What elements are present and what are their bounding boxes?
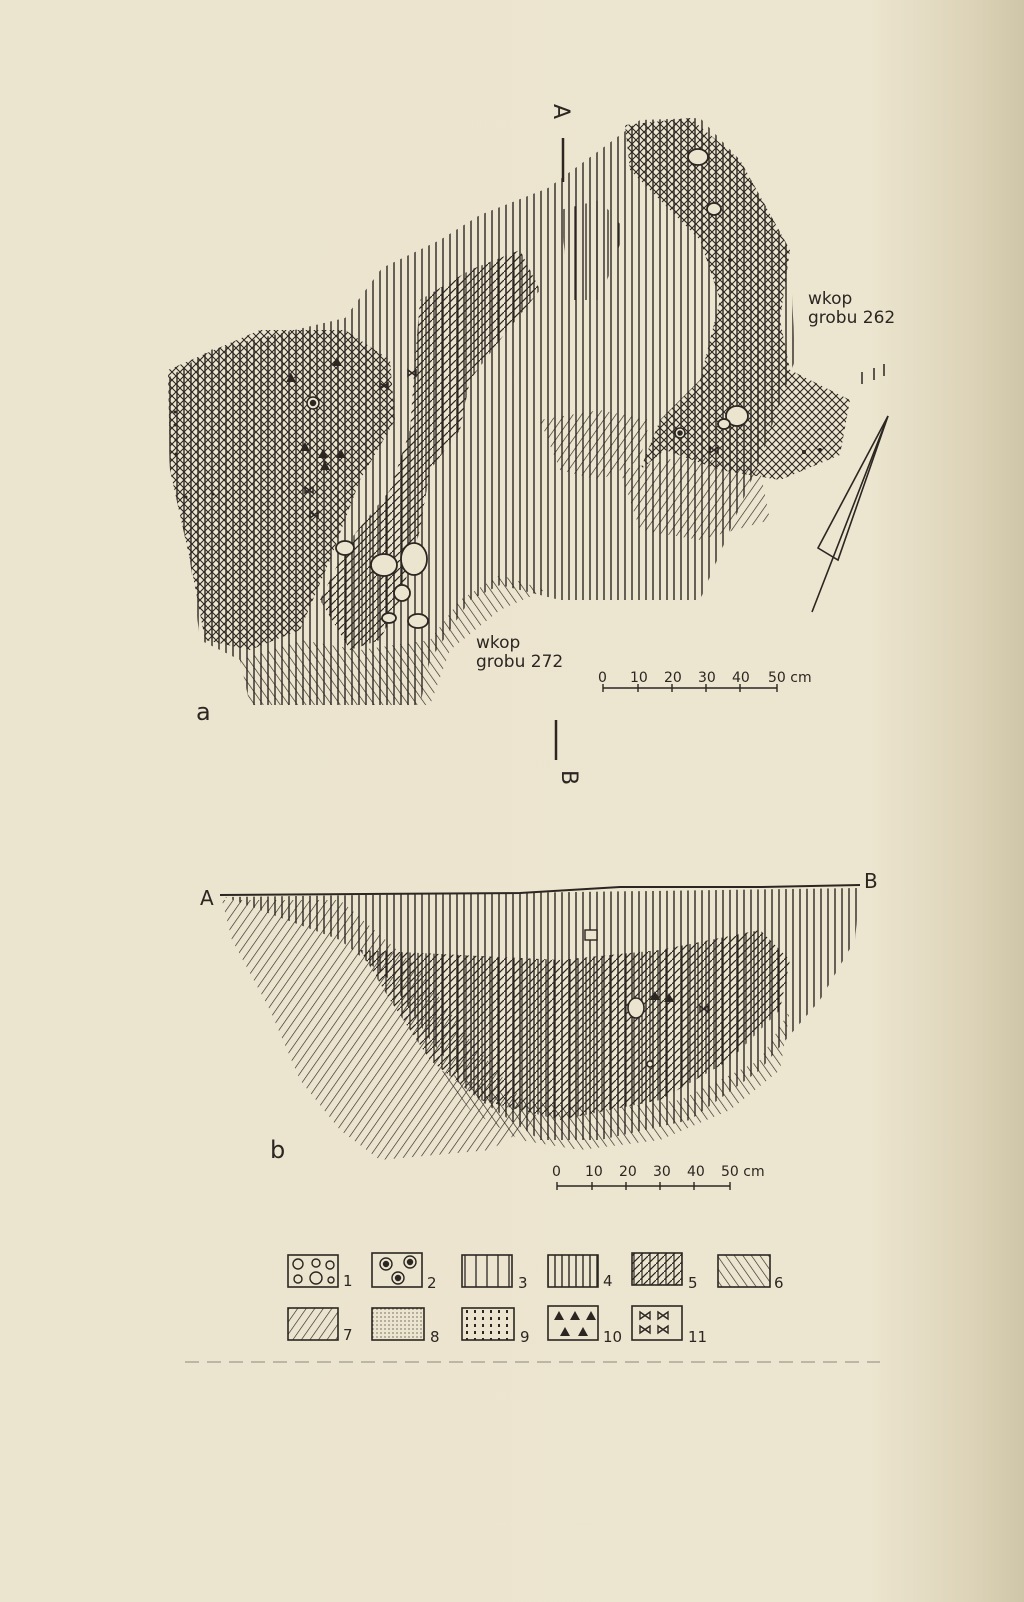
panel-label-a: a — [196, 698, 211, 726]
section-finds — [584, 929, 709, 1068]
legend-number-11: 11 — [688, 1328, 707, 1346]
legend-item-2: 2 — [371, 1252, 437, 1292]
cross-hatch-band-left — [168, 330, 395, 650]
legend-number-8: 8 — [430, 1328, 440, 1346]
triangles — [286, 357, 346, 470]
section-label-a: A — [200, 886, 214, 910]
legend-item-4: 4 — [547, 1254, 613, 1290]
surface-line — [219, 884, 861, 896]
scale-b-tick-30: 30 — [653, 1164, 671, 1180]
dark-stones-icon — [379, 1255, 417, 1285]
grave-272-line1: wkop — [476, 633, 520, 653]
dark-stones — [306, 396, 686, 439]
scale-bar-section: 0 10 20 30 40 50 cm — [552, 1164, 765, 1190]
tick-marks-right — [861, 364, 885, 384]
legend-item-3: 3 — [461, 1254, 528, 1292]
slash-band-upper — [560, 200, 625, 300]
scale-a-tick-0: 0 — [598, 670, 607, 686]
section-start-label-a: A — [548, 104, 573, 119]
section-bowl-cross — [360, 930, 790, 1120]
legend-number-1: 1 — [343, 1272, 353, 1290]
cross-hatch-icon — [631, 1252, 683, 1286]
legend-number-5: 5 — [688, 1274, 698, 1292]
panel-label-b: b — [270, 1136, 285, 1164]
scale-a-tick-40: 40 — [732, 670, 750, 686]
scale-b-tick-10: 10 — [585, 1164, 603, 1180]
scale-b-tick-0: 0 — [552, 1164, 561, 1180]
grave-262-line1: wkop — [808, 289, 852, 309]
section-end-label-b: B — [556, 770, 581, 785]
backslash-hatch-icon — [717, 1254, 771, 1288]
legend-item-9: 9 — [461, 1307, 530, 1346]
legend-item-8: 8 — [371, 1307, 440, 1346]
cross-hatch-band-right — [625, 118, 850, 480]
triangles-icon — [554, 1311, 596, 1336]
legend-number-3: 3 — [518, 1274, 528, 1292]
legend-item-5: 5 — [631, 1252, 698, 1292]
legend-number-7: 7 — [343, 1326, 353, 1344]
scale-a-tick-10: 10 — [630, 670, 648, 686]
stones — [335, 148, 749, 629]
bowties-icon — [639, 1310, 669, 1335]
bowties — [304, 368, 719, 520]
north-arrow-icon — [811, 415, 889, 613]
legend-number-4: 4 — [603, 1272, 613, 1290]
dense-vertical-hatch-icon — [547, 1254, 599, 1288]
scale-b-tick-20: 20 — [619, 1164, 637, 1180]
cross-hatch-band-center — [320, 250, 540, 650]
slash-hatch-icon — [287, 1307, 339, 1341]
wide-vertical-hatch-icon — [461, 1254, 513, 1288]
grave-262-line2: grobu 262 — [808, 308, 895, 328]
scale-bar-plan: 0 10 20 30 40 50 cm — [598, 670, 812, 692]
legend: 1 2 3 4 5 6 7 — [287, 1252, 784, 1346]
legend-number-10: 10 — [603, 1328, 622, 1346]
backslash-band-bottom — [240, 575, 545, 705]
slash-band-center — [540, 410, 650, 480]
stones-icon — [292, 1258, 335, 1285]
legend-item-7: 7 — [287, 1307, 353, 1344]
slash-band-right — [620, 455, 770, 540]
legend-item-11: 11 — [631, 1305, 707, 1346]
section-label-b: B — [864, 869, 878, 893]
scale-b-tick-50: 50 cm — [721, 1164, 765, 1180]
scale-b-tick-40: 40 — [687, 1164, 705, 1180]
plan-view: A B wkop grobu 262 wkop grobu 272 a 0 10 — [165, 104, 895, 785]
legend-item-6: 6 — [717, 1254, 784, 1292]
dot-marks — [173, 258, 822, 499]
section-view: A B b 0 10 20 30 40 50 cm — [200, 869, 878, 1190]
grave-272-line2: grobu 272 — [476, 652, 563, 672]
legend-number-6: 6 — [774, 1274, 784, 1292]
section-lower-band — [440, 1010, 790, 1150]
scale-a-tick-50: 50 cm — [768, 670, 812, 686]
legend-number-2: 2 — [427, 1274, 437, 1292]
legend-number-9: 9 — [520, 1328, 530, 1346]
fine-dots-icon — [371, 1307, 425, 1341]
legend-item-10: 10 — [547, 1305, 622, 1346]
coarse-dots-icon — [461, 1307, 515, 1341]
scale-a-tick-30: 30 — [698, 670, 716, 686]
scale-a-tick-20: 20 — [664, 670, 682, 686]
legend-item-1: 1 — [287, 1254, 353, 1290]
